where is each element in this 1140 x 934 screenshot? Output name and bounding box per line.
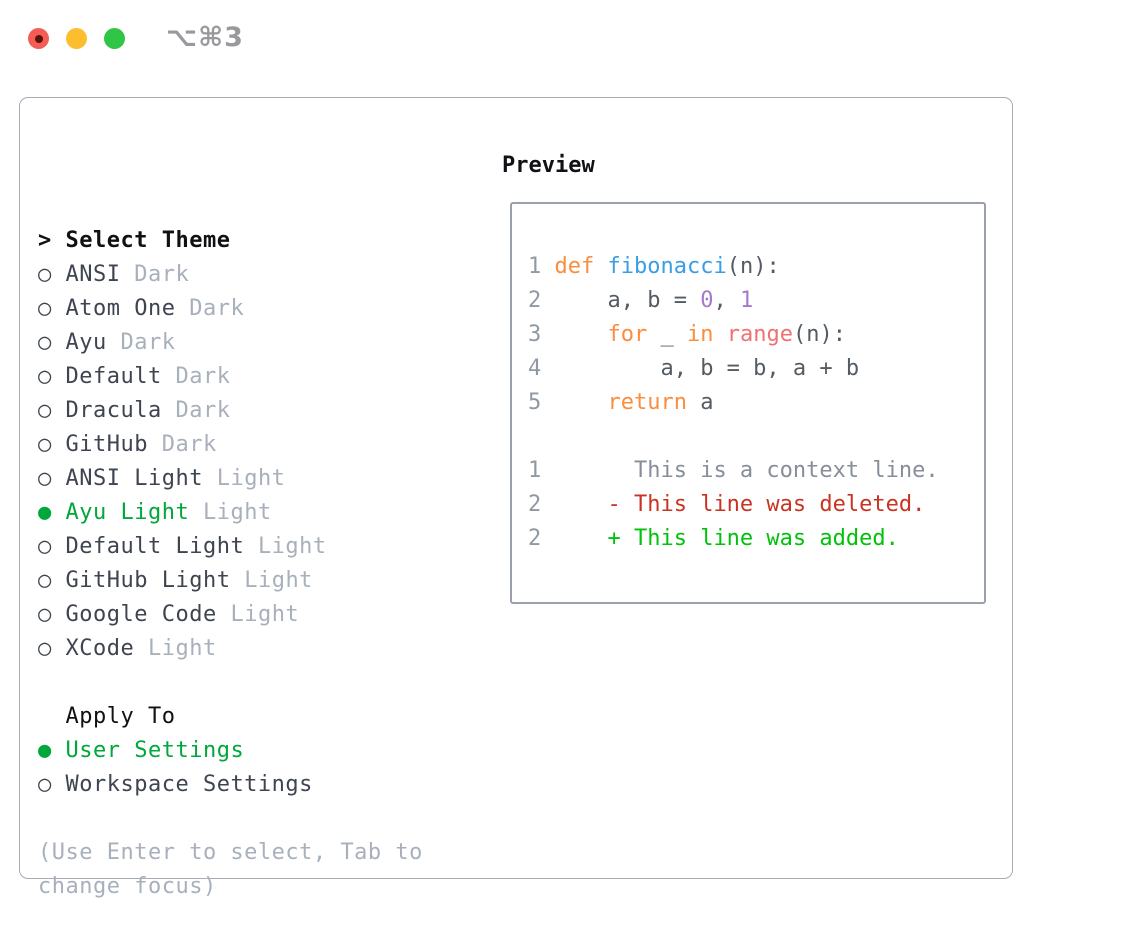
theme-option-github[interactable]: ○ GitHub Dark xyxy=(38,428,423,462)
hint-text-line2: change focus) xyxy=(38,870,423,904)
theme-option-default-light[interactable]: ○ Default Light Light xyxy=(38,530,423,564)
theme-option-github-light[interactable]: ○ GitHub Light Light xyxy=(38,564,423,598)
zoom-button[interactable] xyxy=(104,28,125,49)
theme-option-default[interactable]: ○ Default Dark xyxy=(38,360,423,394)
theme-variant-badge: Dark xyxy=(189,296,245,321)
radio-empty-icon: ○ xyxy=(38,568,52,593)
theme-variant-badge: Light xyxy=(147,636,217,661)
theme-list-column: > Select Theme○ ANSI Dark○ Atom One Dark… xyxy=(38,149,423,904)
line-number: 5 xyxy=(528,390,542,415)
theme-variant-badge: Dark xyxy=(161,432,217,457)
apply-to-heading-label: Apply To xyxy=(65,704,176,729)
theme-variant-badge: Light xyxy=(230,602,300,627)
theme-option-google-code[interactable]: ○ Google Code Light xyxy=(38,598,423,632)
theme-name: Default Light xyxy=(65,534,245,559)
theme-option-dracula[interactable]: ○ Dracula Dark xyxy=(38,394,423,428)
line-number: 3 xyxy=(528,322,542,347)
radio-empty-icon: ○ xyxy=(38,330,52,355)
theme-name: ANSI xyxy=(65,262,121,287)
line-number: 1 xyxy=(528,458,542,483)
minimize-button[interactable] xyxy=(66,28,87,49)
code-line: 3 for _ in range(n): xyxy=(528,322,846,347)
apply-option-label: User Settings xyxy=(65,738,245,763)
theme-option-xcode[interactable]: ○ XCode Light xyxy=(38,632,423,666)
theme-name: Default xyxy=(65,364,162,389)
diff-text: This is a context line. xyxy=(554,458,939,483)
prompt-icon: > xyxy=(38,228,52,253)
theme-name: Ayu xyxy=(65,330,107,355)
theme-variant-badge: Dark xyxy=(134,262,190,287)
theme-option-atom-one[interactable]: ○ Atom One Dark xyxy=(38,292,423,326)
code-line: 4 a, b = b, a + b xyxy=(528,356,860,381)
theme-name: Atom One xyxy=(65,296,176,321)
theme-picker-panel: > Select Theme○ ANSI Dark○ Atom One Dark… xyxy=(19,97,1013,899)
close-button[interactable] xyxy=(28,28,49,49)
theme-name: XCode xyxy=(65,636,135,661)
code-line: 1 def fibonacci(n): xyxy=(528,254,780,279)
theme-name: ANSI Light xyxy=(65,466,203,491)
theme-variant-badge: Light xyxy=(202,500,272,525)
indent xyxy=(38,704,52,729)
radio-empty-icon: ○ xyxy=(38,432,52,457)
theme-name: GitHub xyxy=(65,432,148,457)
theme-variant-badge: Light xyxy=(257,534,327,559)
theme-name: Google Code xyxy=(65,602,217,627)
apply-to-heading: Apply To xyxy=(38,700,423,734)
diff-text: + This line was added. xyxy=(554,526,899,551)
line-number: 4 xyxy=(528,356,542,381)
line-number: 2 xyxy=(528,526,542,551)
hint-text-line1: (Use Enter to select, Tab to xyxy=(38,836,423,870)
radio-empty-icon: ○ xyxy=(38,398,52,423)
theme-variant-badge: Light xyxy=(216,466,286,491)
preview-pane: 1 def fibonacci(n): 2 a, b = 0, 1 3 for _ … xyxy=(510,202,986,604)
theme-list-heading: > Select Theme xyxy=(38,224,423,258)
diff-text: - This line was deleted. xyxy=(554,492,926,517)
theme-variant-badge: Dark xyxy=(120,330,176,355)
apply-option-label: Workspace Settings xyxy=(65,772,313,797)
diff-line-context: 1 This is a context line. xyxy=(528,454,984,488)
theme-variant-badge: Dark xyxy=(175,398,231,423)
radio-empty-icon: ○ xyxy=(38,364,52,389)
hint-text: change focus) xyxy=(38,874,217,899)
radio-empty-icon: ○ xyxy=(38,262,52,287)
theme-variant-badge: Dark xyxy=(175,364,231,389)
radio-filled-icon: ● xyxy=(38,738,52,763)
apply-option-workspace-settings[interactable]: ○ Workspace Settings xyxy=(38,768,423,802)
theme-name: Dracula xyxy=(65,398,162,423)
radio-empty-icon: ○ xyxy=(38,772,52,797)
radio-empty-icon: ○ xyxy=(38,466,52,491)
spacer xyxy=(38,802,423,836)
theme-list-heading-label: Select Theme xyxy=(65,228,231,253)
radio-empty-icon: ○ xyxy=(38,534,52,559)
radio-empty-icon: ○ xyxy=(38,636,52,661)
hint-text: (Use Enter to select, Tab to xyxy=(38,840,423,865)
blank-line xyxy=(528,420,984,454)
line-number: 2 xyxy=(528,492,542,517)
diff-line-added: 2 + This line was added. xyxy=(528,522,984,556)
theme-option-ansi-light[interactable]: ○ ANSI Light Light xyxy=(38,462,423,496)
code-line: 5 return a xyxy=(528,390,714,415)
line-number: 1 xyxy=(528,254,542,279)
theme-option-ayu[interactable]: ○ Ayu Dark xyxy=(38,326,423,360)
preview-heading: Preview xyxy=(502,153,595,178)
theme-option-ayu-light[interactable]: ● Ayu Light Light xyxy=(38,496,423,530)
theme-name: GitHub Light xyxy=(65,568,231,593)
radio-empty-icon: ○ xyxy=(38,602,52,627)
theme-variant-badge: Light xyxy=(244,568,313,593)
diff-line-deleted: 2 - This line was deleted. xyxy=(528,488,984,522)
titlebar: ⌥⌘3 xyxy=(0,0,1140,76)
theme-name: Ayu Light xyxy=(65,500,190,525)
line-number: 2 xyxy=(528,288,542,313)
spacer xyxy=(38,666,423,700)
radio-filled-icon: ● xyxy=(38,500,52,525)
radio-empty-icon: ○ xyxy=(38,296,52,321)
theme-option-ansi[interactable]: ○ ANSI Dark xyxy=(38,258,423,292)
window-title: ⌥⌘3 xyxy=(166,22,244,53)
apply-option-user-settings[interactable]: ● User Settings xyxy=(38,734,423,768)
code-line: 2 a, b = 0, 1 xyxy=(528,288,754,313)
